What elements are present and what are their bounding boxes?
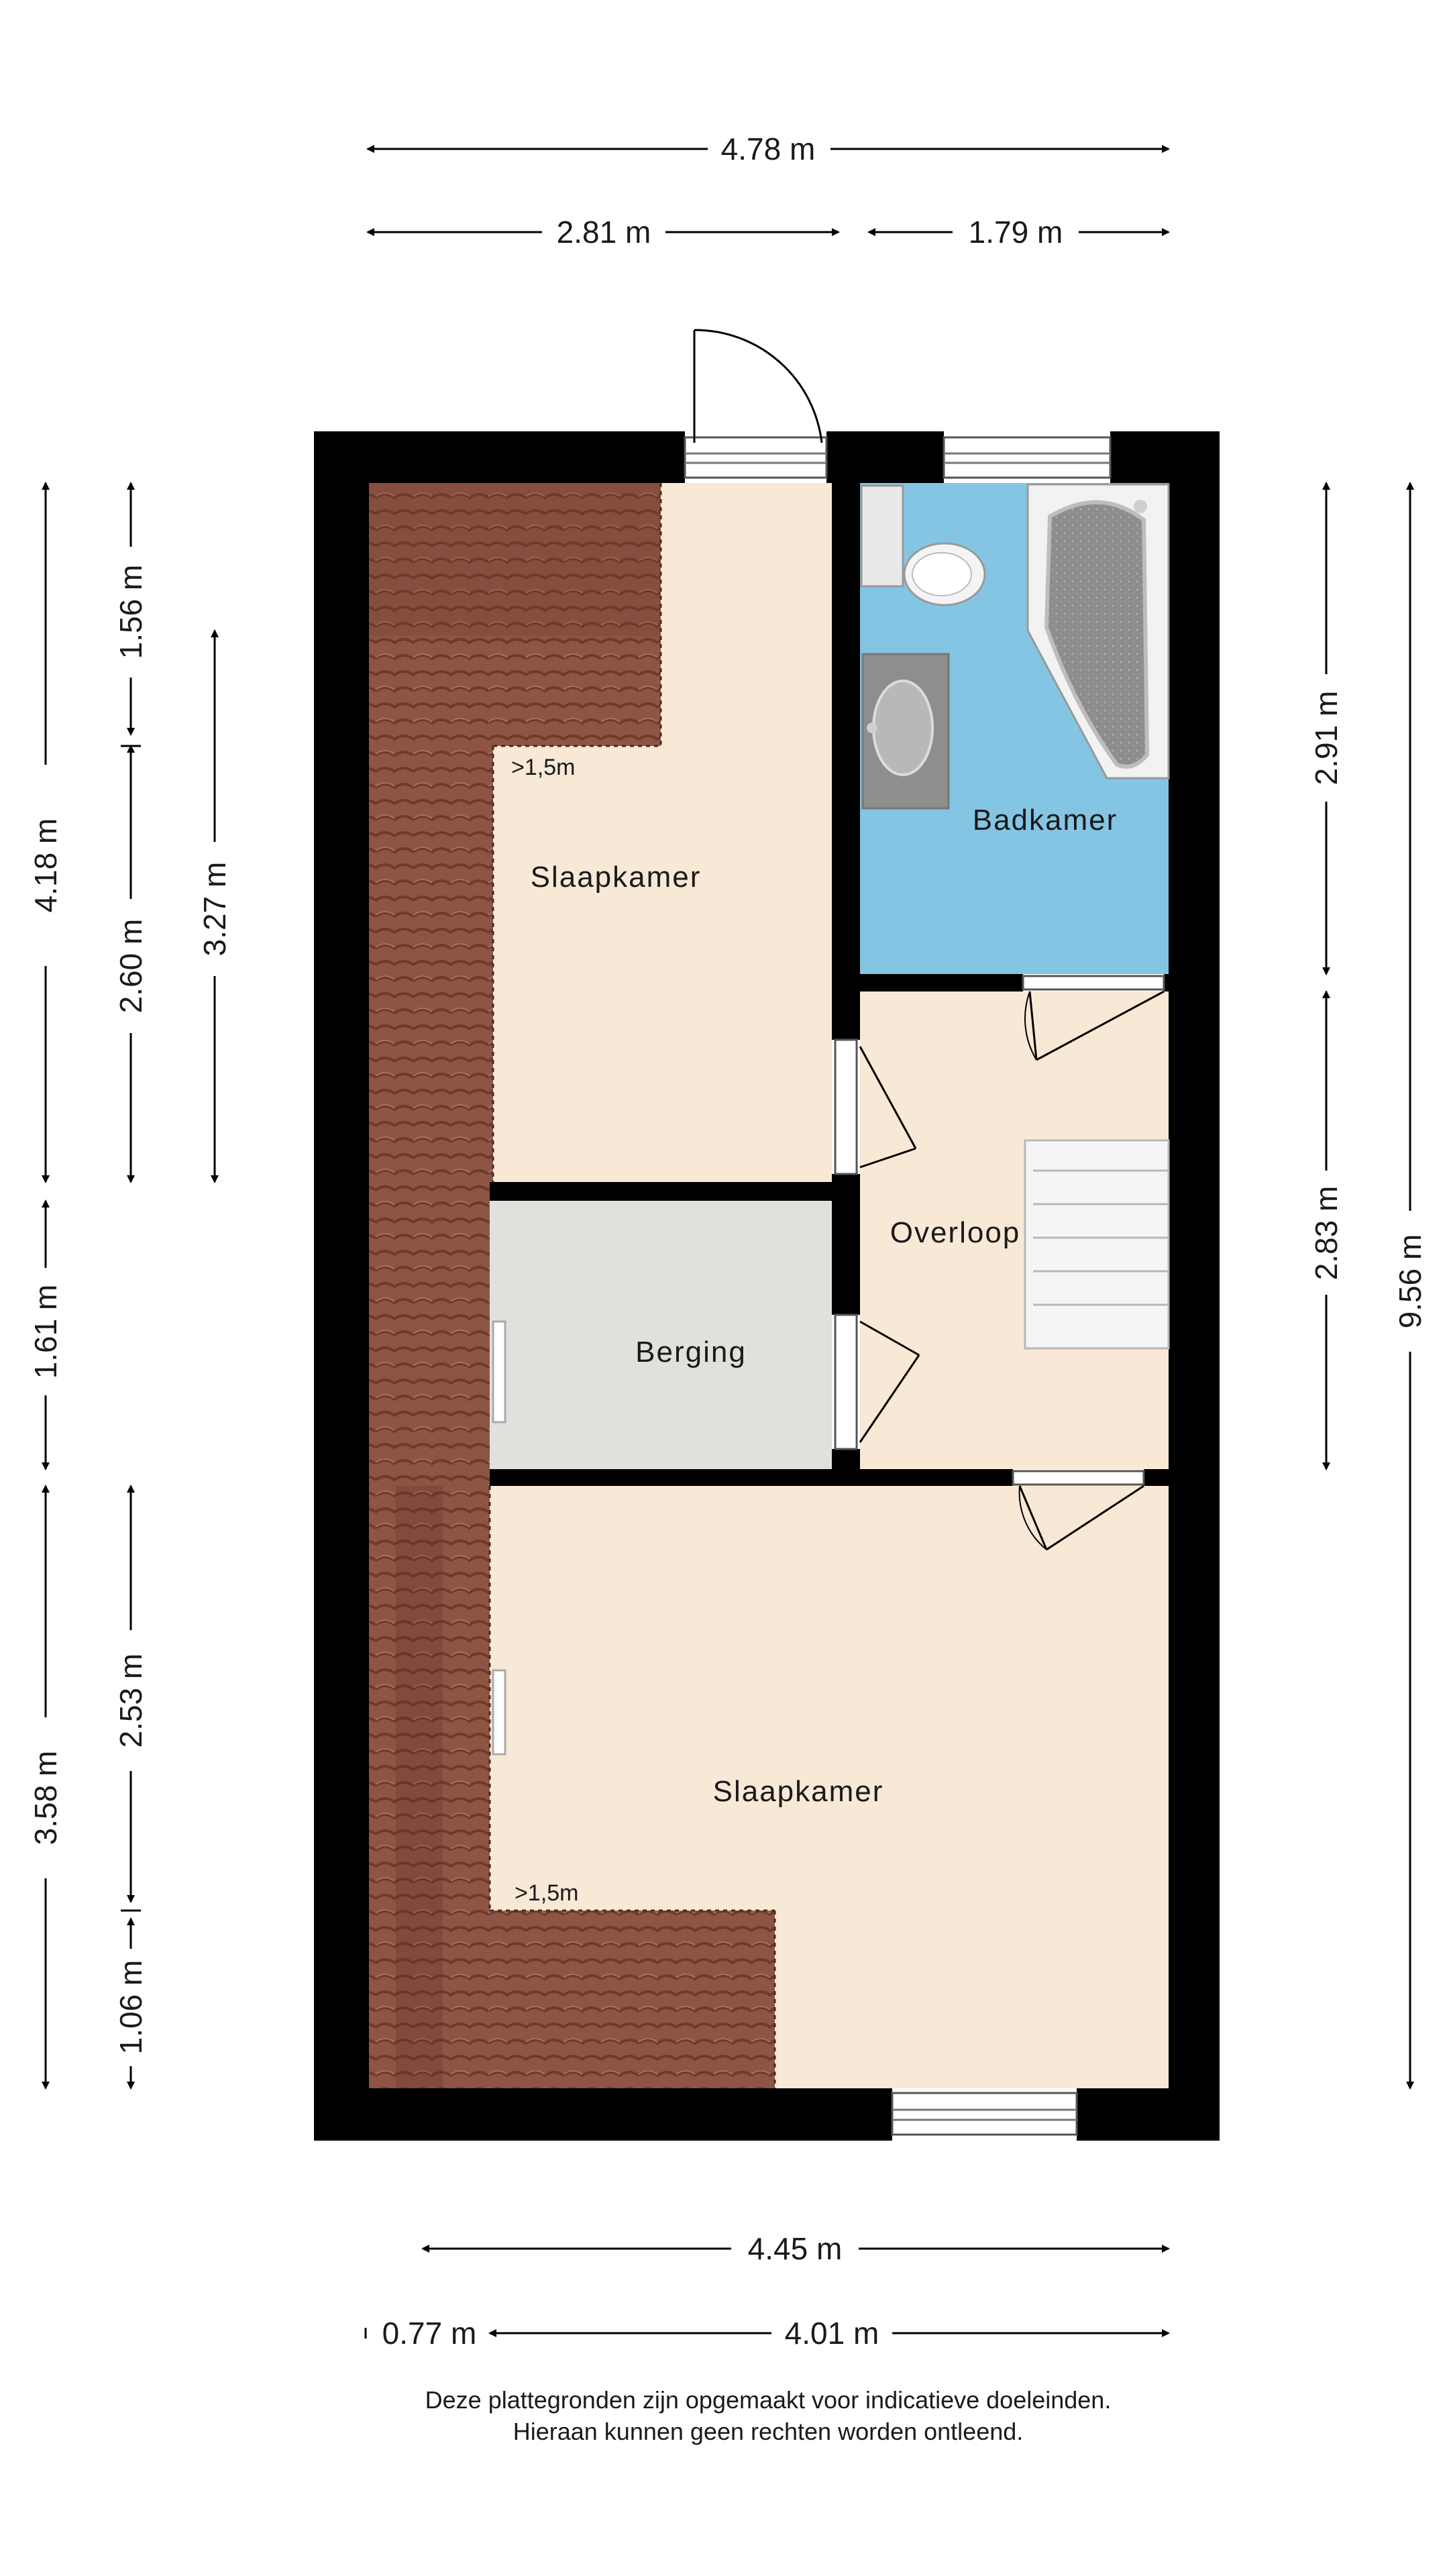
dim-bottom-right: 4.01 m	[785, 2316, 879, 2351]
dim-left-total-bottom: 3.58 m	[28, 1751, 63, 1845]
doors	[693, 329, 1165, 1551]
toilet-icon	[860, 484, 986, 606]
windows	[684, 436, 1112, 2136]
room-label-bedroom-bottom: Slaapkamer	[713, 1775, 884, 1808]
dim-right-seg-a: 2.91 m	[1309, 691, 1344, 786]
disclaimer-line-1: Deze plattegronden zijn opgemaakt voor i…	[425, 2386, 1112, 2414]
room-label-storage: Berging	[635, 1336, 747, 1368]
dim-right-total: 9.56 m	[1393, 1234, 1428, 1329]
room-label-bedroom-top: Slaapkamer	[531, 861, 702, 894]
walls	[314, 431, 1220, 2141]
dim-left-seg-c: 2.53 m	[113, 1654, 148, 1748]
dimension-lines	[42, 145, 1414, 2337]
dim-left-total-top: 4.18 m	[28, 818, 63, 913]
height-note-bottom: >1,5m	[515, 1880, 578, 1906]
dim-left-inner: 3.27 m	[197, 862, 232, 957]
radiator-icon	[492, 1320, 506, 1756]
dimension-ticks	[121, 745, 367, 2339]
dim-total-width: 4.78 m	[721, 131, 816, 166]
sink-icon	[861, 653, 950, 810]
room-label-bathroom: Badkamer	[973, 804, 1118, 837]
stairs-icon	[1024, 1139, 1170, 1350]
dim-bottom-left: 0.77 m	[382, 2316, 477, 2351]
height-note-top: >1,5m	[511, 755, 575, 780]
storage-floor	[490, 1201, 832, 1469]
dim-left-seg-b: 2.60 m	[113, 919, 148, 1014]
dim-left-total-mid: 1.61 m	[28, 1285, 63, 1379]
bathtub-icon	[1026, 483, 1170, 780]
dim-left-seg-a: 1.56 m	[113, 565, 148, 659]
dim-bottom-width: 4.45 m	[748, 2231, 843, 2266]
disclaimer-line-2: Hieraan kunnen geen rechten worden ontle…	[513, 2418, 1024, 2445]
room-label-landing: Overloop	[890, 1216, 1021, 1249]
dim-left-seg-d: 1.06 m	[113, 1960, 148, 2055]
roof-tiles	[366, 483, 776, 2088]
dim-top-right-width: 1.79 m	[969, 215, 1063, 250]
dim-right-seg-b: 2.83 m	[1309, 1186, 1344, 1281]
dim-top-left-width: 2.81 m	[557, 215, 651, 250]
